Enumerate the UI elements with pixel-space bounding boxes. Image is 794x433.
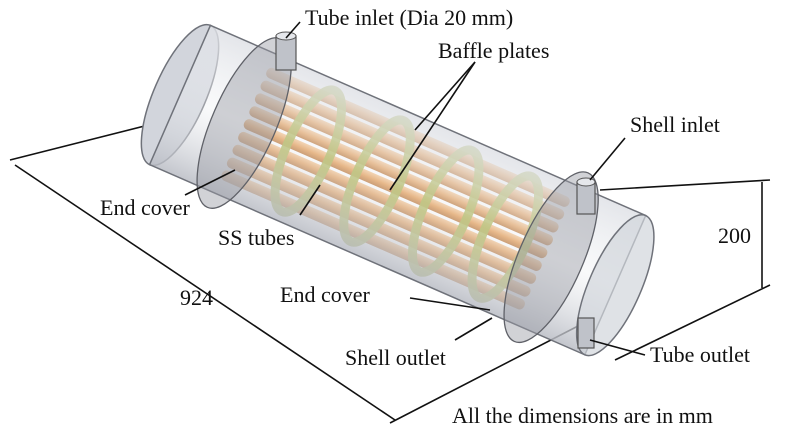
diameter-dimension-label: 200	[718, 223, 751, 248]
shell-inlet-nozzle	[576, 177, 596, 215]
tube-outlet-label: Tube outlet	[650, 342, 750, 367]
ss-tubes-label: SS tubes	[218, 225, 294, 250]
tube-inlet-nozzle	[275, 31, 297, 71]
right-end-cap	[575, 213, 655, 357]
diameter-dimension	[599, 179, 771, 361]
tube-inlet-label: Tube inlet (Dia 20 mm)	[305, 5, 513, 30]
end-cover-left-label: End cover	[100, 195, 190, 220]
tube-outlet-nozzle	[577, 317, 595, 349]
baffle-plates-label: Baffle plates	[438, 38, 549, 63]
length-dimension-label: 924	[180, 285, 213, 310]
leader-lines	[184, 21, 646, 356]
end-cover-right-label: End cover	[280, 282, 370, 307]
shell-outlet-label: Shell outlet	[345, 345, 446, 370]
right-flange	[503, 171, 599, 344]
units-note: All the dimensions are in mm	[452, 403, 713, 428]
shell-inlet-label: Shell inlet	[630, 112, 720, 137]
heat-exchanger	[140, 23, 655, 357]
